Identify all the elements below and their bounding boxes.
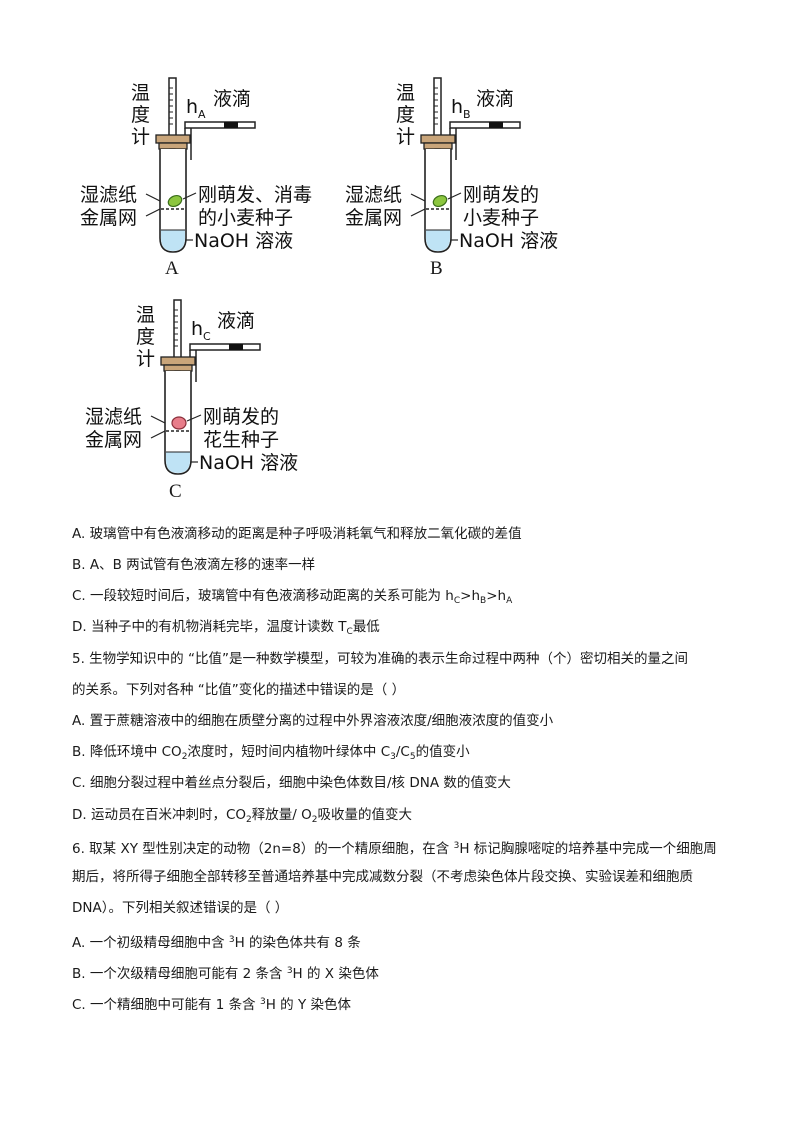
droplet-label-a: 液滴 xyxy=(213,88,252,110)
metal-net-label-b: 金属网 xyxy=(345,207,403,229)
seed-label-a-2: 的小麦种子 xyxy=(198,207,294,229)
thermometer-label-a-3: 计 xyxy=(131,126,151,148)
seed-label-c-1: 刚萌发的 xyxy=(203,406,280,428)
apparatus-c xyxy=(5,222,305,512)
apparatus-a-drawing xyxy=(145,77,256,253)
seed-label-c-2: 花生种子 xyxy=(203,429,280,451)
thermometer-label-c-3: 计 xyxy=(136,348,156,370)
thermometer-label-b-2: 度 xyxy=(396,104,416,126)
naoh-label-a: NaOH 溶液 xyxy=(194,230,294,252)
thermometer-label-b-1: 温 xyxy=(396,82,416,104)
thermometer-label-b-3: 计 xyxy=(396,126,416,148)
seed-label-a-1: 刚萌发、消毒 xyxy=(198,184,313,206)
q6-stem-line-2: 期后，将所得子细胞全部转移至普通培养基中完成减数分裂（不考虑染色体片段交换、实验… xyxy=(72,869,693,885)
height-label-c: hC xyxy=(191,318,211,343)
thermometer-label-a-2: 度 xyxy=(131,104,151,126)
q5-option-c: C. 细胞分裂过程中着丝点分裂后，细胞中染色体数目/核 DNA 数的值变大 xyxy=(72,775,511,791)
apparatus-c-drawing xyxy=(150,299,261,475)
seed-label-b-1: 刚萌发的 xyxy=(463,184,540,206)
height-label-b: hB xyxy=(451,96,471,121)
caption-a: A xyxy=(165,258,179,279)
q5-option-b: B. 降低环境中 CO2浓度时，短时间内植物叶绿体中 C3/C5的值变小 xyxy=(72,744,470,762)
droplet-label-c: 液滴 xyxy=(217,310,256,332)
metal-net-label-c: 金属网 xyxy=(85,429,143,451)
q6-stem-line-3: DNA）。下列相关叙述错误的是（ ） xyxy=(72,900,289,916)
apparatus-b xyxy=(265,0,565,290)
wet-paper-label-a: 湿滤纸 xyxy=(80,184,138,206)
caption-b: B xyxy=(430,258,443,279)
q4-option-b: B. A、B 两试管有色液滴左移的速率一样 xyxy=(72,557,316,573)
thermometer-label-c-1: 温 xyxy=(136,304,156,326)
q6-option-b: B. 一个次级精母细胞可能有 2 条含 3H 的 X 染色体 xyxy=(72,966,379,982)
naoh-label-b: NaOH 溶液 xyxy=(459,230,559,252)
q4-option-a: A. 玻璃管中有色液滴移动的距离是种子呼吸消耗氧气和释放二氧化碳的差值 xyxy=(72,526,522,542)
height-label-a: hA xyxy=(186,96,206,121)
q6-stem-line-1: 6. 取某 XY 型性别决定的动物（2n=8）的一个精原细胞，在含 3H 标记胸… xyxy=(72,841,717,857)
naoh-label-c: NaOH 溶液 xyxy=(199,452,299,474)
wet-paper-label-b: 湿滤纸 xyxy=(345,184,403,206)
apparatus-a xyxy=(0,0,300,290)
q5-option-a: A. 置于蔗糖溶液中的细胞在质壁分离的过程中外界溶液浓度/细胞液浓度的值变小 xyxy=(72,713,554,729)
apparatus-b-drawing xyxy=(410,77,521,253)
q4-option-c: C. 一段较短时间后，玻璃管中有色液滴移动距离的关系可能为 hC>hB>hA xyxy=(72,588,513,606)
thermometer-label-c-2: 度 xyxy=(136,326,156,348)
seed-label-b-2: 小麦种子 xyxy=(463,207,540,229)
q6-option-c: C. 一个精细胞中可能有 1 条含 3H 的 Y 染色体 xyxy=(72,997,351,1013)
wet-paper-label-c: 湿滤纸 xyxy=(85,406,143,428)
q6-option-a: A. 一个初级精母细胞中含 3H 的染色体共有 8 条 xyxy=(72,935,361,951)
droplet-label-b: 液滴 xyxy=(476,88,515,110)
caption-c: C xyxy=(169,481,182,502)
thermometer-label-a-1: 温 xyxy=(131,82,151,104)
q5-option-d: D. 运动员在百米冲刺时，CO2释放量/ O2吸收量的值变大 xyxy=(72,807,412,825)
q4-option-d: D. 当种子中的有机物消耗完毕，温度计读数 TC最低 xyxy=(72,619,380,637)
q5-stem-line-2: 的关系。下列对各种 “比值”变化的描述中错误的是（ ） xyxy=(72,682,406,698)
q5-stem-line-1: 5. 生物学知识中的 “比值”是一种数学模型，可较为准确的表示生命过程中两种（个… xyxy=(72,651,688,667)
metal-net-label-a: 金属网 xyxy=(80,207,138,229)
